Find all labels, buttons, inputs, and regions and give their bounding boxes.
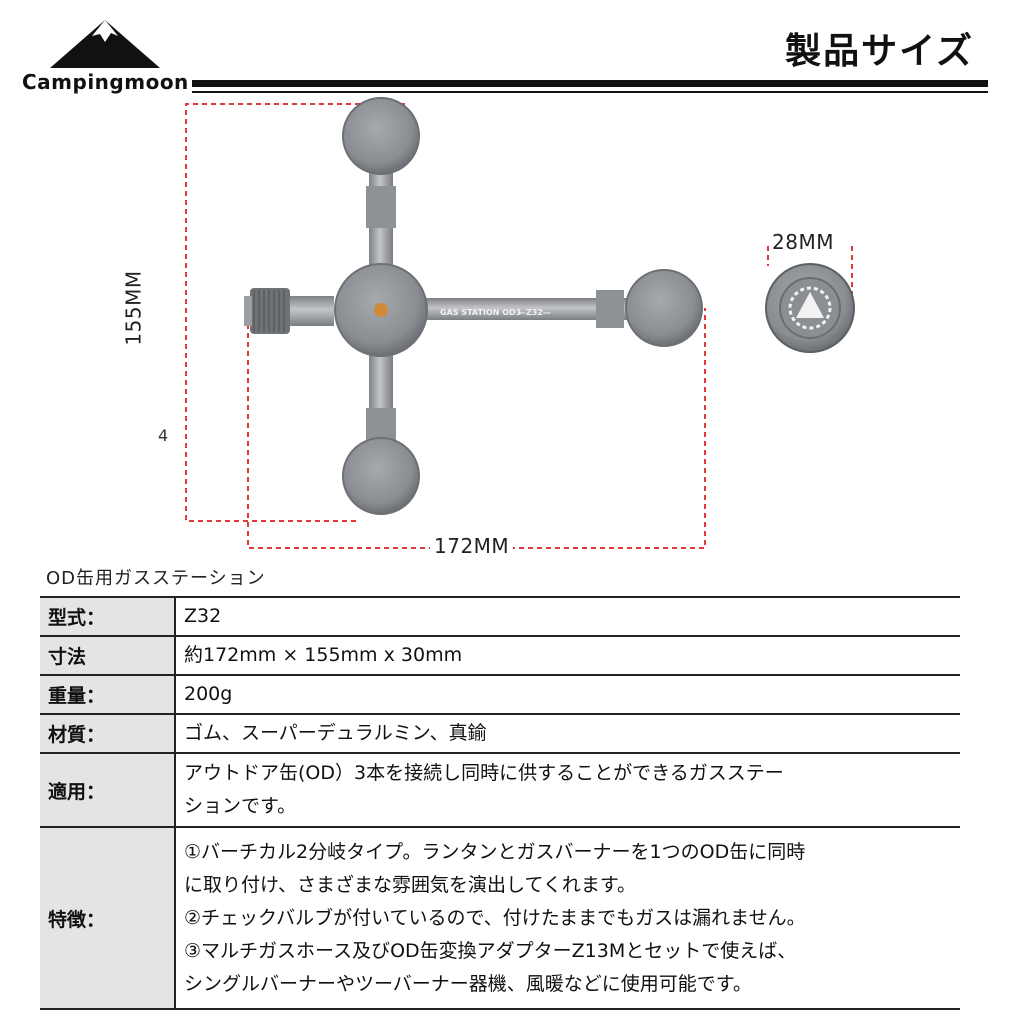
- spec-value: ゴム、スーパーデュラルミン、真鍮: [175, 713, 960, 754]
- right-connector: [596, 290, 624, 328]
- hub-screw: [374, 303, 388, 317]
- page-title: 製品サイズ: [785, 31, 974, 72]
- logo-text: Campingmoon: [22, 70, 189, 94]
- spec-value-line: ①バーチカル2分岐タイプ。ランタンとガスバーナーを1つのOD缶に同時: [184, 840, 806, 863]
- spec-value: 200g: [175, 674, 960, 715]
- title-rule-thin: [192, 91, 988, 93]
- spec-value-line: 約172mm × 155mm x 30mm: [184, 644, 463, 666]
- spec-value-line: Z32: [184, 605, 222, 627]
- product-drawing: GAS STATION OD3 —Z32—: [185, 97, 855, 549]
- width-dimension-label: 172MM: [430, 534, 514, 558]
- spec-value-line: シングルバーナーやツーバーナー器機、風暖などに使用可能です。: [184, 972, 752, 995]
- spec-value: ①バーチカル2分岐タイプ。ランタンとガスバーナーを1つのOD缶に同時 に取り付け…: [175, 826, 960, 1010]
- model-engraving: —Z32—: [518, 308, 551, 317]
- spec-label: 特徴：: [40, 826, 176, 1010]
- valve-knurling: [253, 290, 285, 332]
- spec-value-line: ションです。: [184, 795, 297, 817]
- spec-value-line: に取り付け、さまざまな雰囲気を演出してくれます。: [184, 873, 637, 896]
- spec-row-dimensions: 寸法 約172mm × 155mm x 30mm: [40, 635, 960, 676]
- spec-label: 重量：: [40, 674, 176, 715]
- top-canister-port: [342, 97, 420, 175]
- spec-label: 適用：: [40, 752, 176, 828]
- diameter-dimension-label: 28MM: [770, 230, 836, 254]
- top-connector: [366, 186, 396, 228]
- product-name: OD缶用ガスステーション: [46, 568, 266, 589]
- spec-row-features: 特徴： ①バーチカル2分岐タイプ。ランタンとガスバーナーを1つのOD缶に同時 に…: [40, 826, 960, 1010]
- spec-value-line: アウトドア缶(OD）3本を接続し同時に供することができるガスステー: [184, 762, 784, 784]
- height-dimension-label: 155MM: [121, 266, 146, 350]
- spec-value: アウトドア缶(OD）3本を接続し同時に供することができるガスステー ションです。: [175, 752, 960, 828]
- spec-row-material: 材質： ゴム、スーパーデュラルミン、真鍮: [40, 713, 960, 754]
- product-engraving: GAS STATION OD3: [440, 308, 521, 317]
- stray-mark: 4: [158, 426, 169, 445]
- spec-value-line: ③マルチガスホース及びOD缶変換アダプターZ13Mとセットで使えば、: [184, 939, 797, 962]
- spec-value-line: ②チェックバルブが付いているので、付けたままでもガスは漏れません。: [184, 906, 806, 929]
- spec-label: 材質：: [40, 713, 176, 754]
- product-figure: GAS STATION OD3 —Z32— 172MM 155MM 28MM 4: [121, 96, 860, 558]
- valve-tip: [244, 296, 252, 326]
- spec-value: 約172mm × 155mm x 30mm: [175, 635, 960, 676]
- spec-row-model: 型式： Z32: [40, 596, 960, 637]
- spec-row-application: 適用： アウトドア缶(OD）3本を接続し同時に供することができるガスステー ショ…: [40, 752, 960, 828]
- right-canister-port: [625, 269, 703, 347]
- brand-logo: Campingmoon: [22, 18, 189, 98]
- valve-stem: [290, 296, 334, 326]
- spec-value: Z32: [175, 596, 960, 637]
- spec-row-weight: 重量： 200g: [40, 674, 960, 715]
- mountain-logo-icon: [50, 20, 160, 68]
- spec-value-line: ゴム、スーパーデュラルミン、真鍮: [184, 722, 487, 744]
- spec-value-line: 200g: [184, 683, 233, 705]
- title-rule: [192, 80, 988, 87]
- spec-table: 型式： Z32 寸法 約172mm × 155mm x 30mm 重量： 200…: [40, 596, 960, 1010]
- knurled-valve: [250, 288, 290, 334]
- spec-label: 型式：: [40, 596, 176, 637]
- bottom-canister-port: [342, 437, 420, 515]
- horizontal-tube: [390, 298, 640, 320]
- knob-emblem-icon: [788, 286, 832, 330]
- spec-label: 寸法: [40, 635, 176, 676]
